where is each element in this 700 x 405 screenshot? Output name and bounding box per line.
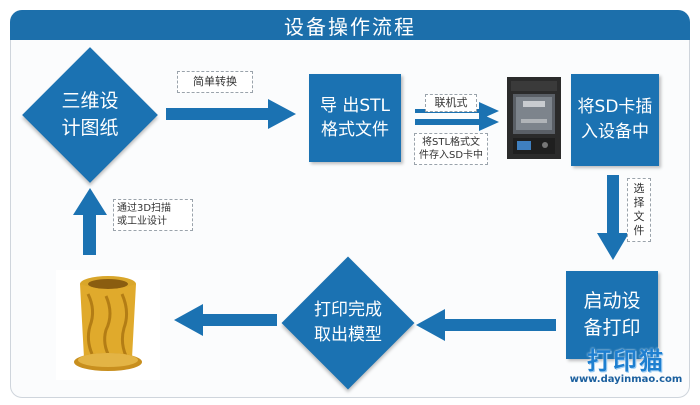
step-start-label: 启动设 备打印 [583,288,640,342]
note-select-file-line-2: 文件 [633,210,645,237]
step-export-line-2: 格式文件 [321,120,389,140]
step-finish-line-1: 打印完成 [314,300,382,320]
step-design: 三维设 计图纸 [22,47,158,183]
step-finish-label: 打印完成 取出模型 [300,298,396,348]
step-sdcard: 将SD卡插 入设备中 [571,74,659,166]
arrow-model-to-design [73,188,107,255]
note-simple-convert-text: 简单转换 [193,75,237,88]
arrow-design-to-export [166,99,296,129]
printed-model-image [56,270,160,380]
note-online: 联机式 [425,94,477,112]
note-select-file-line-1: 选择 [633,182,645,209]
step-finish: 打印完成 取出模型 [281,256,415,390]
arrow-start-to-finish [416,309,556,341]
step-export-line-1: 导 出STL [319,96,391,116]
note-online-text: 联机式 [434,96,468,109]
step-sdcard-line-2: 入设备中 [580,122,649,142]
step-finish-line-2: 取出模型 [314,325,382,345]
arrow-export-to-sd-bottom [415,113,499,131]
arrow-finish-to-model [174,304,277,336]
arrow-sd-to-start [597,175,629,260]
watermark-url: www.dayinmao.com [569,374,683,385]
diagram-title: 设备操作流程 [284,14,416,39]
note-copy-sd-line-1: 将STL格式文 [421,137,481,148]
step-start-line-2: 备打印 [583,317,641,339]
step-sdcard-line-1: 将SD卡插 [577,97,653,117]
note-copy-sd-line-2: 件存入SD卡中 [418,150,484,161]
title-bar: 设备操作流程 [10,10,690,40]
watermark-logo: 打印猫 [587,347,665,375]
step-start: 启动设 备打印 [566,271,658,359]
step-design-line-1: 三维设 [61,90,119,112]
note-scan: 通过3D扫描 或工业设计 [113,199,193,231]
note-simple-convert: 简单转换 [177,71,253,93]
step-sdcard-label: 将SD卡插 入设备中 [578,95,653,145]
step-export: 导 出STL 格式文件 [309,74,401,162]
note-scan-line-2: 或工业设计 [117,216,167,227]
note-copy-sd: 将STL格式文 件存入SD卡中 [414,133,488,165]
3d-printer-image [507,77,561,159]
step-design-line-2: 计图纸 [61,117,119,139]
step-export-label: 导 出STL 格式文件 [320,94,390,142]
step-design-label: 三维设 计图纸 [42,88,138,142]
step-start-line-1: 启动设 [583,290,641,312]
note-scan-line-1: 通过3D扫描 [117,203,172,214]
note-select-file: 选择 文件 [627,178,651,242]
